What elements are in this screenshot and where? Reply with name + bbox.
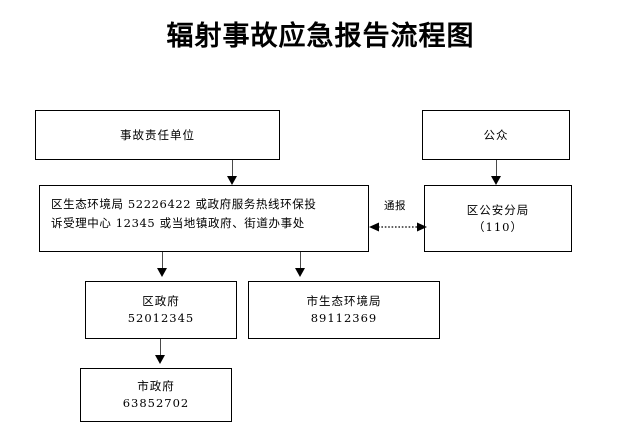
- connector-public-to-police: [496, 160, 497, 180]
- arrowhead-eco-bureau-to-district-gov: [157, 268, 167, 277]
- node-city-eco-bureau: 市生态环境局 89112369: [248, 281, 440, 339]
- node-city-eco-bureau-line1: 市生态环境局: [306, 294, 382, 308]
- connector-responsible-unit-to-eco-bureau: [232, 160, 233, 180]
- node-district-gov-line2: 52012345: [127, 311, 195, 325]
- arrowhead-public-to-police: [491, 176, 501, 185]
- node-district-gov-line1: 区政府: [142, 294, 180, 308]
- node-public-label: 公众: [483, 127, 509, 142]
- edge-label-notify: 通报: [384, 200, 406, 212]
- node-eco-bureau: 区生态环境局 52226422 或政府服务热线环保投 诉受理中心 12345 或…: [39, 185, 369, 252]
- node-responsible-unit-label: 事故责任单位: [120, 127, 195, 142]
- connector-eco-bureau-to-district-gov: [162, 252, 163, 272]
- node-police-line1: 区公安分局: [466, 202, 530, 217]
- node-responsible-unit: 事故责任单位: [35, 110, 280, 160]
- node-district-gov: 区政府 52012345: [85, 281, 237, 339]
- arrowhead-eco-bureau-to-city-eco-bureau: [295, 268, 305, 277]
- page-title: 辐射事故应急报告流程图: [166, 21, 475, 52]
- connector-district-gov-to-city-gov: [160, 339, 161, 360]
- node-city-gov: 市政府 63852702: [80, 368, 232, 422]
- node-city-gov-line1: 市政府: [137, 379, 175, 393]
- node-police-line2: （110）: [473, 219, 523, 234]
- connector-eco-bureau-to-city-eco-bureau: [300, 252, 301, 272]
- node-city-eco-bureau-line2: 89112369: [310, 311, 378, 325]
- arrowhead-responsible-unit-to-eco-bureau: [227, 176, 237, 185]
- node-city-gov-line2: 63852702: [122, 396, 190, 410]
- arrowhead-district-gov-to-city-gov: [155, 355, 165, 364]
- node-eco-bureau-line1: 区生态环境局 52226422 或政府服务热线环保投: [51, 197, 317, 211]
- node-eco-bureau-line2: 诉受理中心 12345 或当地镇政府、街道办事处: [51, 216, 305, 230]
- node-public: 公众: [422, 110, 570, 160]
- connector-eco-bureau-police-bidirectional: [369, 222, 427, 232]
- node-police: 区公安分局 （110）: [424, 185, 572, 252]
